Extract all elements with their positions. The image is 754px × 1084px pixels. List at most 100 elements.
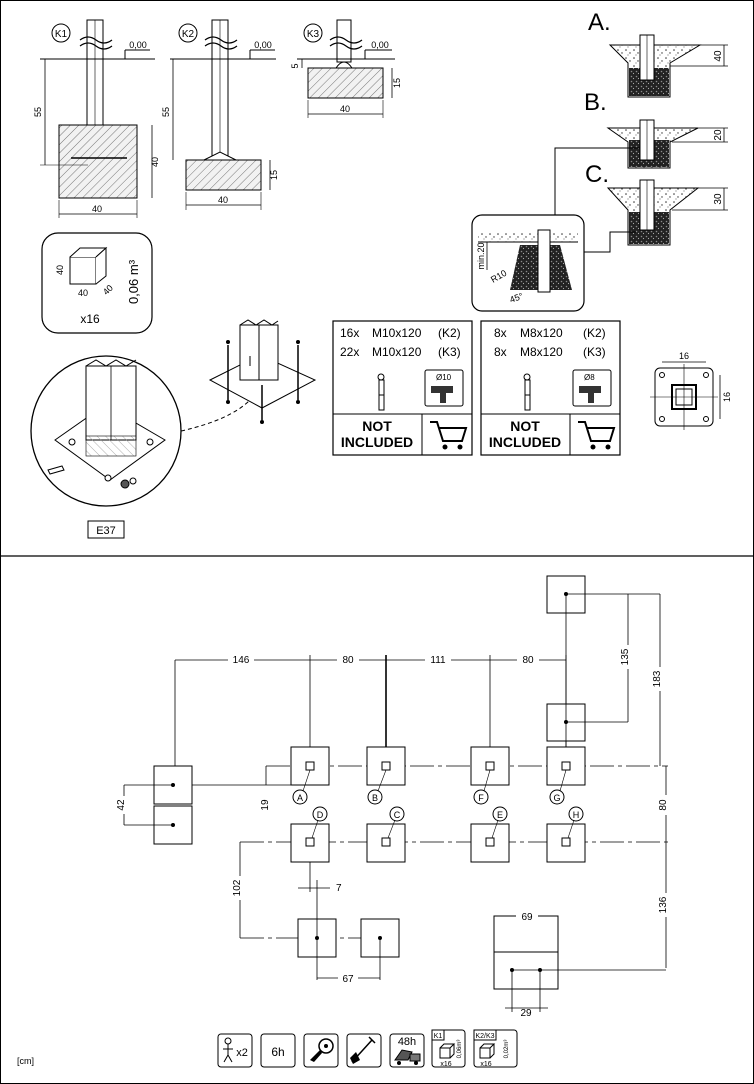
kit-m8-drill: Ø8: [584, 373, 595, 382]
k3-ground-level: 0,00: [371, 40, 389, 50]
dim-135: 135: [620, 648, 631, 665]
post-label-e: E: [491, 806, 508, 839]
option-b-letter: B.: [584, 89, 607, 116]
concrete-quantity: x16: [80, 312, 100, 326]
drill-icon: [424, 369, 464, 407]
box1-volume: 0,06m³: [457, 1040, 463, 1059]
cube-icon: [439, 1043, 456, 1059]
k3-block-width: 40: [340, 104, 350, 114]
option-b-dimension: 20: [713, 129, 724, 141]
kit-m8-included: INCLUDED: [489, 434, 561, 450]
anchor-bolt-icon: [523, 373, 531, 411]
kit-m10-line1-qty: 16x: [340, 326, 359, 340]
cure-time: 48h: [398, 1036, 416, 1048]
shopping-cart-icon: [578, 421, 616, 450]
k3-block-height: 15: [392, 78, 402, 88]
kit-m8-line2-bolt: M8x120: [520, 345, 563, 359]
svg-text:G: G: [553, 793, 560, 803]
kit-m8-line2-qty: 8x: [494, 345, 507, 359]
kit-m10-line2-bolt: M10x120: [372, 345, 422, 359]
kit-m8-box: 8x M8x120 (K2) 8x M8x120 (K3) Ø8 NOT INC…: [480, 320, 621, 456]
dim-146: 146: [233, 655, 250, 666]
svg-text:E: E: [497, 810, 503, 820]
dim-19: 19: [260, 799, 271, 811]
dim-29: 29: [520, 1008, 532, 1019]
kit-m8-line1-type: (K2): [583, 326, 606, 340]
dim-102: 102: [232, 879, 243, 896]
option-b: B. 20: [584, 89, 728, 169]
box2-volume: 0,02m³: [504, 1040, 510, 1059]
post-k2-diagram: K2 0,00 55 15 40: [161, 19, 279, 210]
box1-label: K1: [434, 1033, 443, 1040]
dim-80-top-right: 80: [522, 655, 534, 666]
dim-69: 69: [521, 912, 533, 923]
svg-text:C: C: [394, 810, 401, 820]
post-label-a: A: [292, 769, 311, 805]
plate-height: 16: [722, 392, 732, 402]
plate-width: 16: [679, 351, 689, 361]
layout-plan: 146 80 111 80 135 183: [116, 575, 674, 1019]
ref-code: E37: [96, 525, 116, 537]
kit-m10-line2-type: (K3): [438, 345, 461, 359]
k2-block-height: 15: [269, 170, 279, 180]
svg-text:D: D: [317, 810, 324, 820]
k3-label: K3: [307, 29, 320, 40]
k2-ground-level: 0,00: [254, 40, 272, 50]
svg-text:H: H: [573, 810, 580, 820]
post-k1-diagram: K1 0,00 55 40 40: [33, 19, 160, 218]
kit-m10-line1-type: (K2): [438, 326, 461, 340]
box2-qty: x16: [480, 1061, 491, 1068]
k2-depth-label: 55: [161, 107, 171, 117]
post-label-c: C: [387, 806, 405, 839]
k1-block-width: 40: [92, 204, 102, 214]
k1-label: K1: [55, 29, 68, 40]
concrete-volume-box: 40 40 40 0,06 m³ x16: [41, 232, 153, 334]
dim-42: 42: [116, 799, 127, 811]
concrete-width: 40: [78, 288, 88, 298]
post-label-d: D: [311, 806, 328, 839]
option-a: A. 40: [588, 9, 728, 98]
concrete-mixer-icon: [394, 1049, 421, 1065]
option-a-dimension: 40: [713, 50, 724, 62]
k2-block-width: 40: [218, 195, 228, 205]
svg-text:B: B: [372, 793, 378, 803]
post-label-h: H: [567, 806, 584, 839]
kit-m10-box: 16x M10x120 (K2) 22x M10x120 (K3) Ø10 NO…: [332, 320, 473, 456]
svg-text:F: F: [478, 793, 484, 803]
kit-m10-not: NOT: [362, 418, 392, 434]
option-c-letter: C.: [585, 161, 609, 188]
footer-icons: [cm] x2 6h 48h K1: [17, 1029, 518, 1068]
svg-text:A: A: [297, 793, 303, 803]
anchor-bolt-icon: [377, 373, 385, 411]
option-c-dimension: 30: [713, 193, 724, 205]
shopping-cart-icon: [430, 421, 468, 450]
kit-m8-not: NOT: [510, 418, 540, 434]
kit-m10-included: INCLUDED: [341, 434, 413, 450]
kit-m8-line1-qty: 8x: [494, 326, 507, 340]
dim-67: 67: [342, 974, 354, 985]
plate-top-view: 16 16: [650, 351, 732, 430]
kit-m10-line1-bolt: M10x120: [372, 326, 422, 340]
option-a-letter: A.: [588, 9, 611, 36]
post-label-g: G: [549, 769, 567, 805]
post-label-f: F: [473, 769, 491, 805]
dim-111: 111: [430, 655, 446, 666]
k3-top-label: 5: [290, 63, 300, 68]
detail-angle-label: 45°: [508, 291, 525, 305]
hours-box: [260, 1033, 296, 1068]
cube-icon: [479, 1043, 496, 1059]
kit-m8-line2-type: (K3): [583, 345, 606, 359]
post-label-b: B: [367, 769, 387, 805]
dim-7: 7: [336, 883, 342, 894]
kit-m8-line1-bolt: M8x120: [520, 326, 563, 340]
post-plate-assembly: [208, 319, 317, 424]
dim-80-top-left: 80: [342, 655, 354, 666]
detail-min-label: min.20: [476, 242, 486, 269]
ref-code-box: [87, 520, 125, 539]
concrete-height: 40: [55, 265, 65, 275]
box1-qty: x16: [440, 1061, 451, 1068]
shovel-icon: [350, 1036, 376, 1064]
box2-label: K2/K3: [475, 1033, 494, 1040]
drill-icon: [572, 369, 612, 407]
k2-label: K2: [182, 29, 195, 40]
